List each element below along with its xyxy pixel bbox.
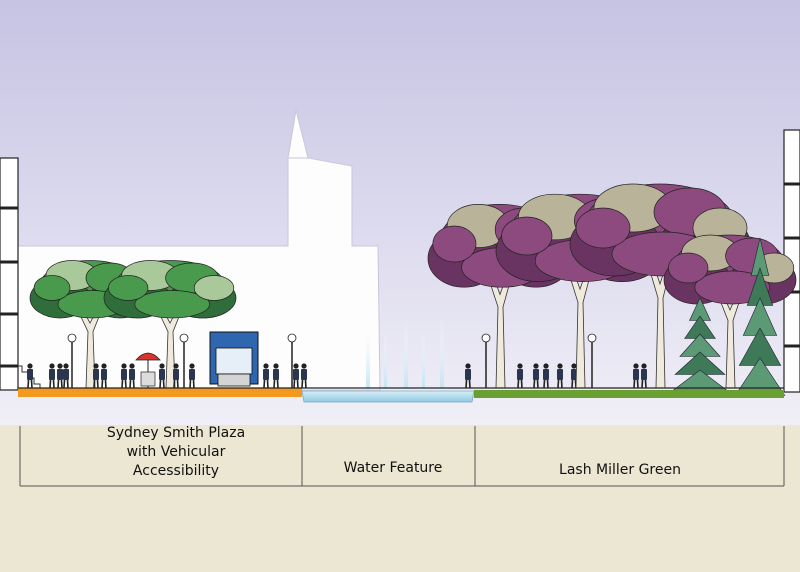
person: [173, 363, 179, 389]
conifers: [669, 237, 786, 396]
person: [273, 363, 279, 389]
person: [571, 363, 577, 389]
person: [557, 363, 563, 389]
plaza-tree-2: [103, 260, 237, 389]
person: [293, 363, 299, 389]
green-ground: [474, 390, 784, 398]
label-lash-miller-green: Lash Miller Green: [510, 461, 730, 480]
lamp-post: [179, 333, 189, 388]
person: [63, 363, 69, 389]
lamp-post: [67, 333, 77, 388]
label-water-line1: Water Feature: [343, 460, 443, 476]
person: [93, 363, 99, 389]
label-water-feature: Water Feature: [312, 459, 474, 478]
person: [543, 363, 549, 389]
person: [159, 363, 165, 389]
market-umbrella: [135, 352, 161, 388]
fountain-jets: [366, 318, 444, 388]
kiosk: [209, 331, 259, 387]
person: [57, 363, 63, 389]
label-plaza-line1: Sydney Smith Plaza: [106, 425, 246, 441]
lamp-post: [481, 333, 491, 388]
label-plaza-line3: Accessibility: [132, 463, 220, 479]
person: [633, 363, 639, 389]
person: [101, 363, 107, 389]
person: [121, 363, 127, 389]
left-edge-building: [0, 157, 19, 391]
lamp-post: [587, 333, 597, 388]
person: [465, 363, 471, 389]
lamp-posts: [67, 333, 597, 388]
annotation-band: [0, 425, 800, 572]
lamp-post: [287, 333, 297, 388]
person: [641, 363, 647, 389]
person: [129, 363, 135, 389]
plaza-trees: [29, 260, 237, 389]
person: [301, 363, 307, 389]
person: [263, 363, 269, 389]
person: [27, 363, 33, 389]
water-basin: [301, 390, 475, 403]
person: [189, 363, 195, 389]
section-dividers: [19, 426, 785, 487]
label-plaza-line2: with Vehicular: [126, 444, 226, 460]
label-sydney-smith-plaza: Sydney Smith Plaza with Vehicular Access…: [88, 424, 264, 481]
person: [517, 363, 523, 389]
conifer-2: [734, 237, 786, 396]
person: [49, 363, 55, 389]
person: [533, 363, 539, 389]
plaza-ground: [18, 388, 302, 397]
label-green-line1: Lash Miller Green: [559, 462, 681, 478]
